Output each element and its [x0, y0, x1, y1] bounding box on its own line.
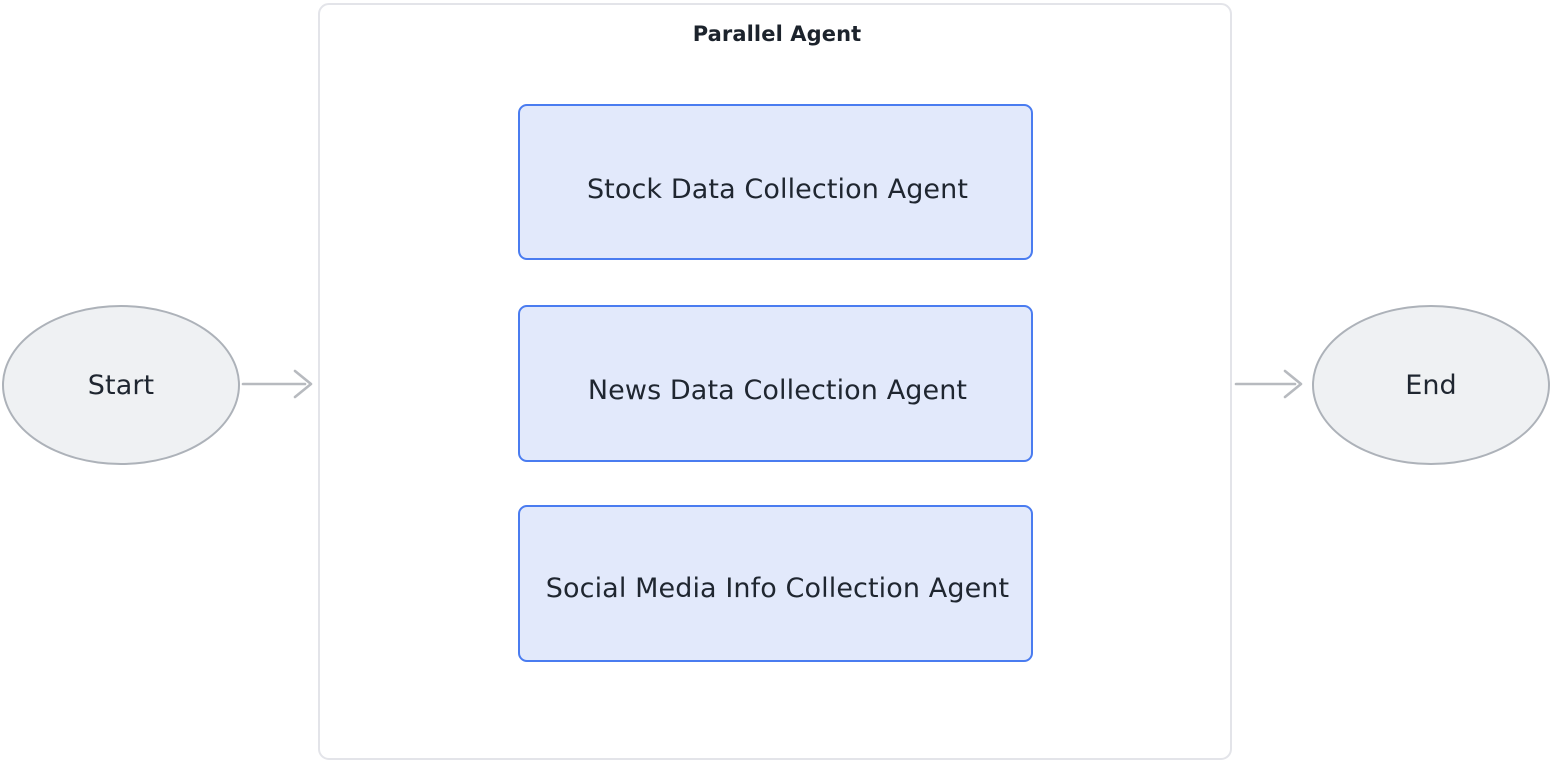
- node-news-data-collection-agent[interactable]: News Data Collection Agent: [518, 305, 1033, 462]
- node-social-media-info-collection-agent[interactable]: Social Media Info Collection Agent: [518, 505, 1033, 662]
- node-end-label: End: [1405, 369, 1457, 401]
- arrow-head-group-to-end: [1283, 369, 1303, 399]
- node-social-media-info-collection-agent-label: Social Media Info Collection Agent: [545, 573, 1010, 604]
- node-news-data-collection-agent-label: News Data Collection Agent: [587, 375, 968, 406]
- parallel-agent-group-title: Parallel Agent: [692, 22, 862, 46]
- node-start-label: Start: [87, 369, 155, 401]
- node-stock-data-collection-agent[interactable]: Stock Data Collection Agent: [518, 104, 1033, 260]
- node-start[interactable]: Start: [2, 305, 240, 465]
- node-end[interactable]: End: [1312, 305, 1550, 465]
- node-stock-data-collection-agent-label: Stock Data Collection Agent: [586, 174, 969, 205]
- arrow-head-start-to-group: [293, 369, 313, 399]
